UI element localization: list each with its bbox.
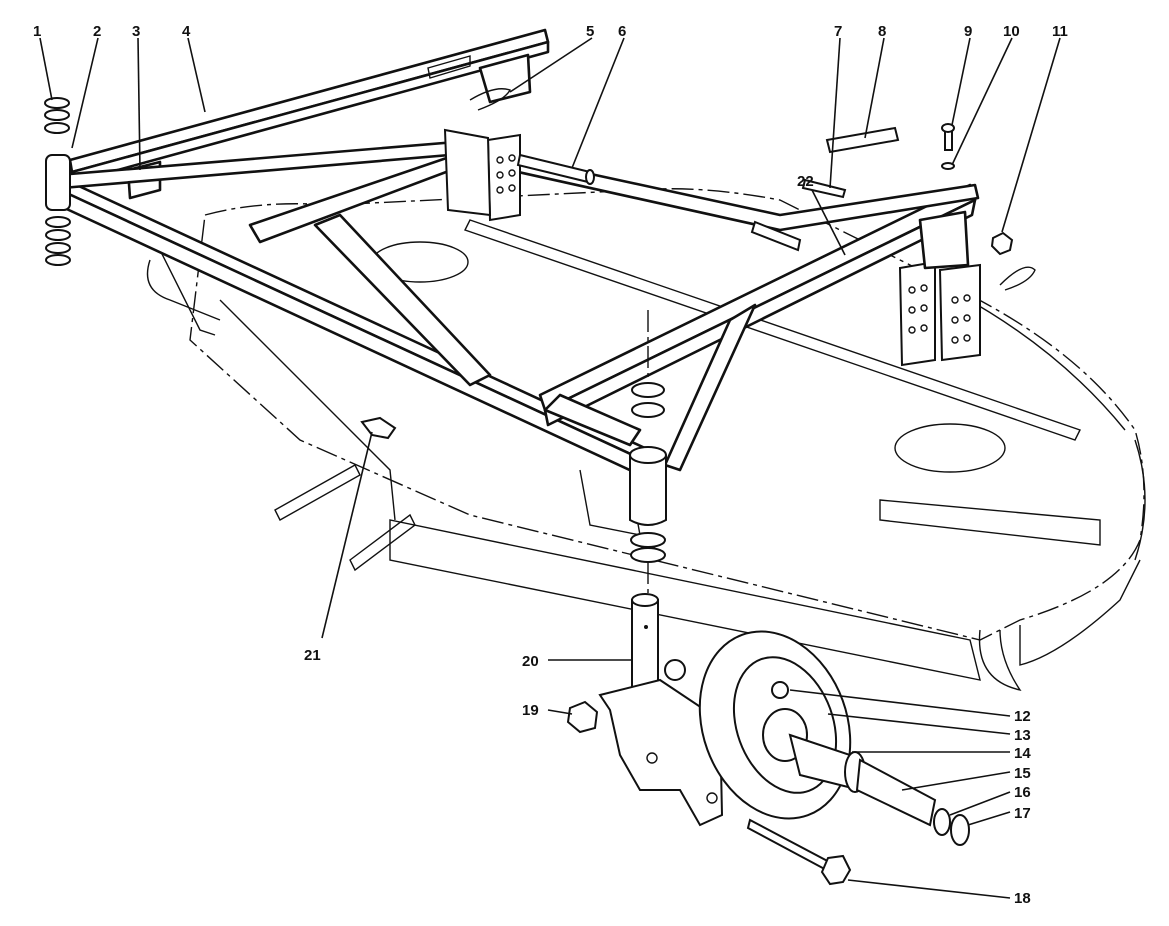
axle-bolt	[746, 818, 852, 886]
main-frame	[53, 128, 981, 487]
callout-17: 17	[1014, 805, 1031, 822]
callout-10: 10	[1003, 23, 1020, 40]
callout-13: 13	[1014, 727, 1031, 744]
bracket-holes	[496, 154, 971, 344]
hitch-pins	[516, 153, 802, 252]
callout-22: 22	[797, 173, 814, 190]
callout-11: 11	[1052, 23, 1068, 40]
hair-pins	[360, 88, 1036, 440]
callout-16: 16	[1014, 784, 1031, 801]
caster-pivot-stack	[629, 310, 667, 595]
callout-18: 18	[1014, 890, 1031, 907]
callout-19: 19	[522, 702, 539, 719]
callout-7: 7	[834, 23, 842, 40]
callout-5: 5	[586, 23, 594, 40]
callout-labels: 1 2 3 4 5 6 7 8 9 10 11 12 13 14 15 16 1…	[33, 23, 1068, 907]
callout-8: 8	[878, 23, 886, 40]
caster-yoke	[598, 678, 724, 827]
callout-14: 14	[1014, 745, 1031, 762]
callout-4: 4	[182, 23, 191, 40]
left-pivot-stack	[44, 97, 71, 266]
axle-assembly	[788, 733, 970, 846]
callout-1: 1	[33, 23, 41, 40]
callout-20: 20	[522, 653, 539, 670]
callout-6: 6	[618, 23, 626, 40]
callout-3: 3	[132, 23, 140, 40]
callout-15: 15	[1014, 765, 1031, 782]
leader-lines	[39, 37, 1061, 899]
bracket-hardware	[801, 123, 1014, 256]
callout-2: 2	[93, 23, 101, 40]
callout-9: 9	[964, 23, 972, 40]
callout-12: 12	[1014, 708, 1031, 725]
nut	[566, 700, 599, 734]
callout-21: 21	[304, 647, 321, 664]
